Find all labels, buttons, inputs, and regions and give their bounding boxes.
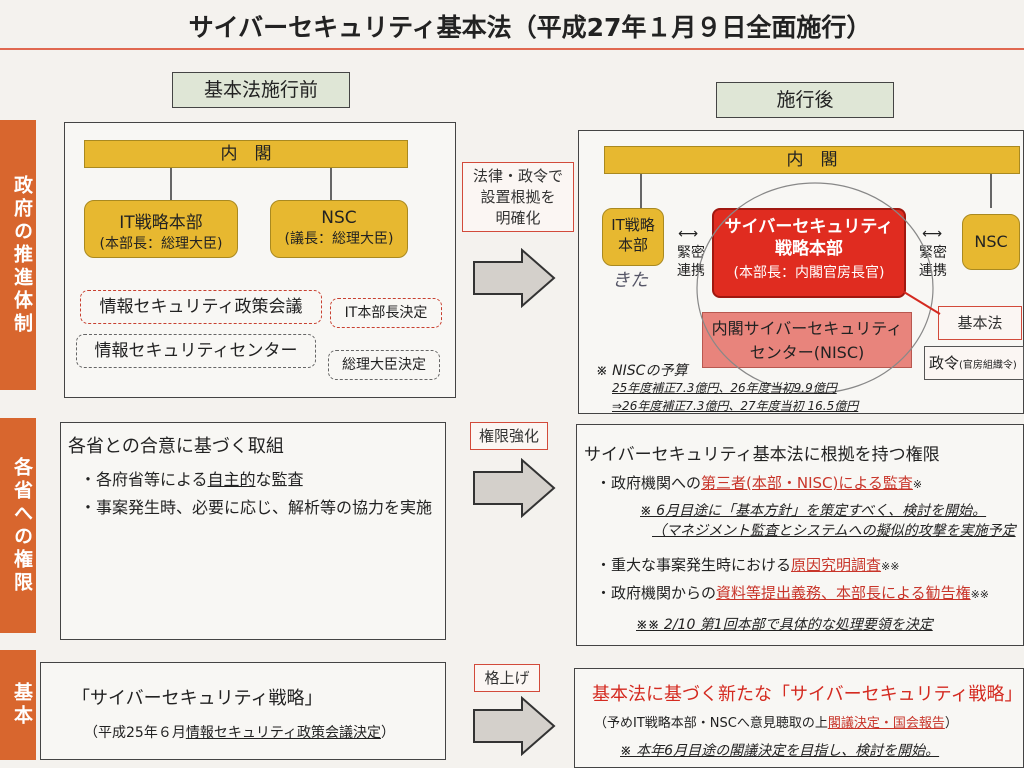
pencil-circle-annotation [696, 182, 934, 394]
before-cabinet-bar: 内 閣 [84, 140, 408, 168]
handwritten-note: きた [612, 270, 648, 291]
before-strategy-panel [40, 662, 446, 760]
after-strategy-panel [574, 668, 1024, 768]
connector-line [330, 168, 332, 200]
arrow-right-icon [473, 696, 556, 756]
basic-law-label: 基本法 [938, 306, 1022, 340]
after-authority-title: サイバーセキュリティ基本法に根拠を持つ権限 [584, 445, 940, 465]
ordinance-text: 政令 [929, 354, 960, 372]
after-strategy-note: ※ 本年6月目途の閣議決定を目指し、検討を開始。 [620, 743, 940, 759]
before-council-box: 情報セキュリティ政策会議 [80, 290, 322, 324]
before-center-box: 情報セキュリティセンター [76, 334, 316, 368]
connector-line [990, 174, 992, 208]
page-title: サイバーセキュリティ基本法（平成27年１月９日全面施行） [188, 13, 872, 42]
arrow-right-icon [473, 458, 556, 518]
before-strategy-title: 「サイバーセキュリティ戦略」 [72, 688, 323, 709]
after-strategy-sub: （予めIT戦略本部・NSCへ意見聴取の上閣議決定・国会報告） [594, 716, 958, 731]
before-nsc-chief: (議長：総理大臣) [284, 231, 394, 247]
connector-line [170, 168, 172, 200]
ordinance-label: 政令(官房組織令) [924, 346, 1024, 380]
cyber-hq-name: サイバーセキュリティ 戦略本部 [724, 217, 894, 259]
before-header: 基本法施行前 [172, 72, 350, 108]
before-it-hq-chief: (本部長：総理大臣) [99, 236, 223, 252]
before-authority-panel [60, 422, 446, 640]
cyber-hq-chief: (本部長：内閣官房長官) [733, 265, 885, 281]
after-authority-note-1: ※ 6月目途に「基本方針」を策定すべく、検討を開始。 [640, 503, 987, 519]
after-header: 施行後 [716, 82, 894, 118]
before-structure-panel [64, 122, 456, 398]
before-authority-item-2: ・事案発生時、必要に応じ、解析等の協力を実施 [80, 498, 433, 517]
double-arrow-icon: ⟷ [677, 226, 699, 242]
title-divider [0, 48, 1024, 50]
after-cabinet-bar: 内 閣 [604, 146, 1020, 174]
after-authority-note-3: ※※ 2/10 第1回本部で具体的な処理要領を決定 [636, 617, 933, 633]
before-center-note: 総理大臣決定 [328, 350, 440, 380]
after-authority-item-3: ・政府機関からの資料等提出義務、本部長による勧告権※※ [596, 584, 990, 602]
callout-legal-basis: 法律・政令で 設置根拠を 明確化 [462, 162, 574, 232]
double-arrow-icon: ⟷ [921, 226, 943, 242]
coop-label-right: 緊密 連携 [919, 245, 947, 279]
budget-title: ※ NISCの予算 [596, 363, 688, 379]
before-nsc-name: NSC [321, 208, 357, 228]
after-authority-panel [576, 424, 1024, 646]
nisc-box: 内閣サイバーセキュリティ センター(NISC) [702, 312, 912, 368]
connector-line [640, 174, 642, 208]
before-council-note: IT本部長決定 [330, 298, 442, 328]
before-it-hq-box: IT戦略本部 (本部長：総理大臣) [84, 200, 238, 258]
after-authority-item-1: ・政府機関への第三者(本部・NISC)による監査※ [596, 474, 923, 492]
before-authority-item-1: ・各府省等による自主的な監査 [80, 470, 304, 489]
after-nsc-box: NSC [962, 214, 1020, 270]
after-authority-item-2: ・重大な事案発生時における原因究明調査※※ [596, 556, 900, 574]
callout-authority-strengthened: 権限強化 [470, 422, 548, 450]
after-it-hq-box: IT戦略 本部 [602, 208, 664, 266]
cyber-hq-box: サイバーセキュリティ 戦略本部 (本部長：内閣官房長官) [712, 208, 906, 298]
after-authority-note-2: （マネジメント監査とシステムへの擬似的攻撃を実施予定 [652, 523, 1016, 539]
before-it-hq-name: IT戦略本部 [119, 213, 203, 233]
ordinance-sub: (官房組織令) [959, 360, 1017, 371]
before-nsc-box: NSC (議長：総理大臣) [270, 200, 408, 258]
budget-line-1: 25年度補正7.3億円、26年度当初9.9億円 [612, 381, 837, 395]
side-label-authority: 各省への権限 [0, 418, 36, 633]
before-strategy-sub: （平成25年６月情報セキュリティ政策会議決定） [84, 725, 395, 741]
before-authority-title: 各省との合意に基づく取組 [68, 436, 284, 457]
pointer-line [903, 291, 941, 315]
budget-line-2: ⇒26年度補正7.3億円、27年度当初 16.5億円 [612, 399, 859, 413]
after-strategy-title: 基本法に基づく新たな「サイバーセキュリティ戦略」 [592, 684, 1023, 705]
side-label-strategy: 基本 [0, 650, 36, 760]
side-label-system: 政府の推進体制 [0, 120, 36, 390]
arrow-right-icon [473, 248, 556, 308]
callout-upgraded: 格上げ [474, 664, 540, 692]
